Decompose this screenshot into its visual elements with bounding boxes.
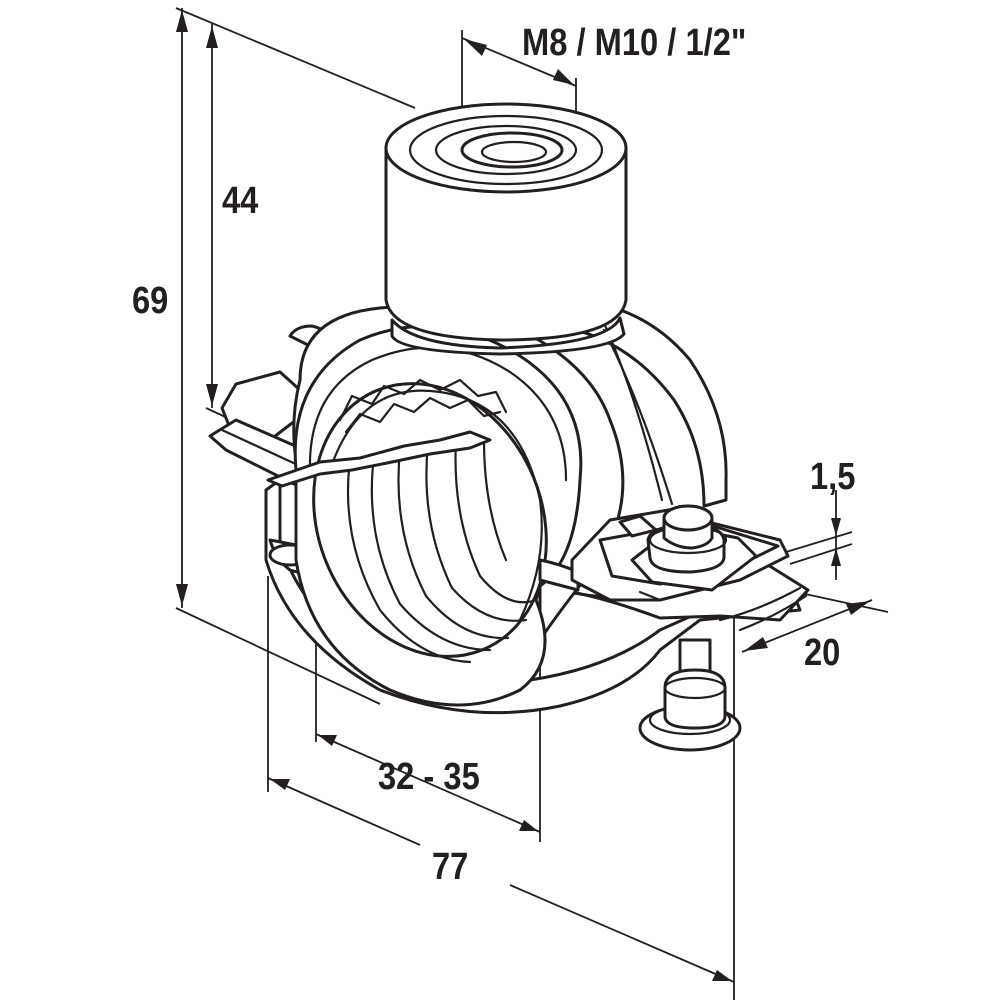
dimension-line-77 [267, 576, 735, 1000]
dimension-line-44 [205, 24, 233, 421]
dimension-line-69 [175, 7, 416, 705]
boss-height-label: 44 [222, 180, 259, 222]
total-height-label: 69 [132, 280, 169, 322]
right-flange [570, 504, 790, 602]
overall-width-label: 77 [432, 846, 469, 888]
clamp-ring [208, 298, 728, 707]
dimension-line-thread [461, 30, 577, 160]
band-thickness-label: 1,5 [810, 456, 856, 498]
thread-size-label: M8 / M10 / 1/2" [522, 22, 747, 64]
threaded-boss [384, 102, 628, 356]
bolt [638, 638, 742, 752]
pipe-range-label: 32 - 35 [378, 756, 480, 798]
dimension-line-20 [741, 591, 889, 653]
band-width-label: 20 [804, 632, 841, 674]
dimension-line-1-5 [785, 490, 853, 580]
